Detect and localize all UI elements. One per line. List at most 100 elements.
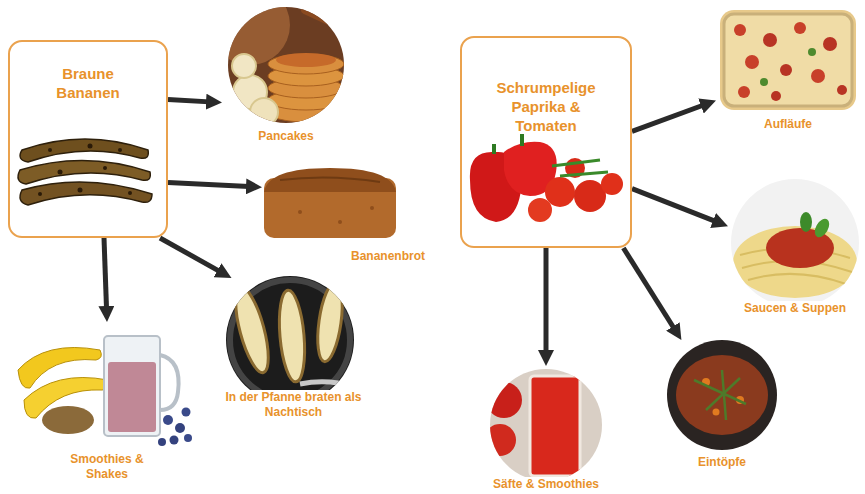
smoothie-picture <box>182 408 191 417</box>
arrow-connector <box>168 99 214 102</box>
banana-bread-picture <box>338 220 342 224</box>
smoothie-picture <box>18 336 192 446</box>
peppers-tomatoes-picture <box>470 134 623 222</box>
casserole-picture <box>811 69 825 83</box>
picture-slot <box>716 6 860 114</box>
stew-picture <box>666 339 778 451</box>
casserole-picture <box>734 24 746 36</box>
fried-banana-picture <box>229 284 275 375</box>
picture-label: In der Pfanne braten als Nachtisch <box>220 390 368 420</box>
sauce-pasta-picture <box>729 177 863 311</box>
peppers-tomatoes-picture <box>601 173 623 195</box>
source-box: Braune Bananen <box>8 40 168 238</box>
result-picture: Saucen & Suppen <box>728 178 862 316</box>
fried-banana-picture <box>276 289 308 383</box>
juice-picture <box>486 382 522 418</box>
casserole-picture <box>724 14 852 106</box>
picture-slot <box>12 322 202 452</box>
picture-label: Bananenbrot <box>348 249 428 264</box>
pancakes-picture <box>210 0 346 126</box>
arrow-connector <box>623 248 677 333</box>
stew-picture <box>694 370 746 420</box>
picture-slot <box>216 278 371 390</box>
smoothie-picture <box>160 355 179 410</box>
source-box: Schrumpelige Paprika & Tomaten <box>460 36 632 248</box>
casserole-picture <box>720 10 856 110</box>
banana-bread-picture <box>264 168 396 192</box>
picture-label: Smoothies & Shakes <box>58 452 156 482</box>
box-title: Braune Bananen <box>46 64 130 102</box>
smoothie-picture <box>170 436 179 445</box>
label-row: Aufläufe <box>716 114 860 132</box>
stew-picture <box>676 355 768 435</box>
picture-slot <box>664 340 780 452</box>
brown-bananas-picture <box>18 139 152 205</box>
pancakes-picture <box>232 54 256 78</box>
picture-label: Säfte & Smoothies <box>490 477 602 492</box>
smoothie-picture <box>184 434 192 442</box>
casserole-picture <box>745 55 759 69</box>
fried-banana-picture <box>224 274 358 408</box>
smoothie-picture <box>158 438 166 446</box>
peppers-tomatoes-picture <box>545 177 575 207</box>
label-row: Saucen & Suppen <box>728 298 862 316</box>
label-row: Eintöpfe <box>664 452 780 470</box>
brown-bananas-picture <box>38 192 42 196</box>
arrow-connector <box>104 238 107 314</box>
pancakes-picture <box>276 53 336 67</box>
label-row: Säfte & Smoothies <box>482 474 610 492</box>
picture-label: Eintöpfe <box>695 455 749 470</box>
smoothie-picture <box>108 362 156 432</box>
peppers-tomatoes-picture <box>552 160 608 176</box>
casserole-picture <box>823 37 837 51</box>
result-picture: Säfte & Smoothies <box>482 366 610 492</box>
fried-banana-picture <box>224 274 358 408</box>
brown-bananas-picture <box>103 166 107 170</box>
result-picture: Smoothies & Shakes <box>12 322 202 482</box>
juice-picture <box>484 424 516 456</box>
pancakes-picture <box>268 54 344 74</box>
peppers-tomatoes-picture <box>492 144 496 154</box>
brown-bananas-picture <box>20 182 152 205</box>
juice-picture <box>484 367 604 483</box>
smoothie-picture <box>104 336 160 436</box>
casserole-picture <box>794 22 806 34</box>
smoothie-picture <box>175 423 185 433</box>
picture-slot <box>482 366 610 474</box>
arrow-connector <box>168 183 254 187</box>
sauce-pasta-picture <box>733 226 857 298</box>
smoothie-picture <box>42 406 94 434</box>
label-row: Pancakes <box>222 126 350 144</box>
label-row: Bananenbrot <box>262 246 428 264</box>
picture-slot <box>222 6 350 126</box>
peppers-tomatoes-picture <box>528 198 552 222</box>
sauce-pasta-picture <box>729 177 863 311</box>
pancakes-picture <box>300 4 340 29</box>
banana-bread-picture <box>280 177 380 182</box>
result-picture: Aufläufe <box>716 6 860 132</box>
brown-bananas-picture <box>58 170 63 175</box>
picture-label: Aufläufe <box>761 117 815 132</box>
juice-picture <box>530 376 580 476</box>
arrow-connector <box>632 189 721 224</box>
casserole-picture <box>763 33 777 47</box>
brown-bananas-picture <box>20 139 148 162</box>
result-picture: Eintöpfe <box>664 340 780 470</box>
banana-bread-picture <box>370 206 374 210</box>
sauce-pasta-picture <box>812 216 832 239</box>
smoothie-picture <box>163 415 173 425</box>
picture-slot <box>262 168 428 246</box>
picture-label: Pancakes <box>255 129 316 144</box>
arrow-connector <box>160 238 225 274</box>
result-picture: Pancakes <box>222 6 350 144</box>
brown-bananas-picture <box>88 144 93 149</box>
stew-picture <box>666 339 778 451</box>
casserole-picture <box>720 10 856 110</box>
casserole-picture <box>738 86 750 98</box>
brown-bananas-picture <box>128 191 132 195</box>
casserole-picture <box>771 91 781 101</box>
label-row: In der Pfanne braten als Nachtisch <box>216 390 371 420</box>
arrow-connector <box>544 248 549 358</box>
